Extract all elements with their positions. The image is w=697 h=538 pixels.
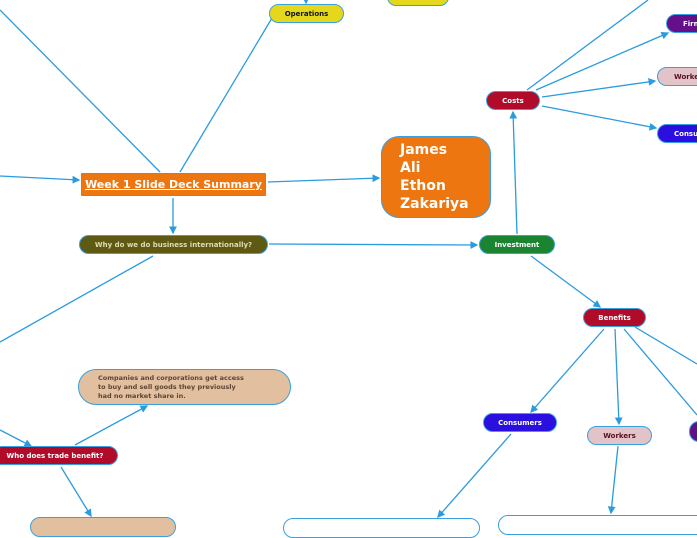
bottom-white-node-2[interactable] [498, 515, 697, 535]
who-benefits-node[interactable]: Who does trade benefit? [0, 446, 118, 465]
benefits-workers-node[interactable]: Workers [587, 426, 652, 445]
link [268, 241, 479, 249]
central-topic[interactable]: Week 1 Slide Deck Summary [81, 173, 266, 196]
benefits-node[interactable]: Benefits [583, 308, 646, 327]
bottom-white-node-1[interactable] [283, 518, 480, 538]
costs-node[interactable]: Costs [486, 91, 540, 110]
link [0, 255, 154, 343]
link [535, 31, 670, 91]
link [607, 445, 619, 515]
link [179, 17, 273, 173]
link [267, 174, 381, 183]
top-partial-node[interactable] [387, 0, 449, 6]
link [541, 78, 657, 98]
name-ali: Ali [400, 160, 421, 176]
costs-firms-node[interactable]: Firm [666, 14, 697, 33]
link [623, 328, 697, 416]
link [0, 9, 161, 173]
names-node[interactable]: James Ali Ethon Zakariya [381, 136, 491, 218]
link [509, 110, 518, 235]
operations-node[interactable]: Operations [269, 4, 344, 23]
costs-workers-node[interactable]: Worke [657, 67, 697, 86]
link [530, 328, 605, 413]
link [437, 433, 512, 518]
link [0, 175, 81, 184]
bottom-tan-node[interactable] [30, 517, 176, 537]
link [530, 255, 602, 308]
link [541, 105, 658, 131]
why-node[interactable]: Why do we do business internationally? [79, 235, 268, 254]
link [526, 0, 649, 91]
link [634, 326, 697, 365]
companies-note[interactable]: Companies and corporations get access to… [78, 369, 291, 405]
name-james: James [400, 142, 448, 158]
costs-consumers-node[interactable]: Consu [657, 124, 697, 143]
link [614, 328, 623, 426]
link [74, 405, 149, 446]
link [60, 466, 92, 518]
investment-node[interactable]: Investment [479, 235, 555, 254]
name-zakariya: Zakariya [400, 196, 469, 212]
name-ethon: Ethon [400, 178, 446, 194]
benefits-consumers-node[interactable]: Consumers [483, 413, 557, 432]
link [0, 429, 33, 447]
connector-lines [0, 0, 697, 518]
